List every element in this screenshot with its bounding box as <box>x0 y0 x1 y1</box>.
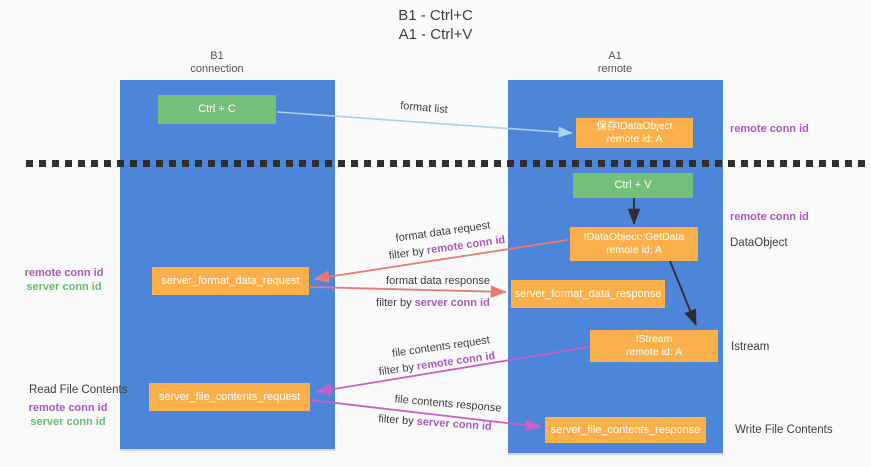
node-save-idataobject: 保存IDataObject remote id: A <box>576 118 693 148</box>
label-remote-conn-id-left-2: remote conn id <box>28 402 108 414</box>
node-istream: IStream remote id: A <box>590 330 718 362</box>
server-conn-id-text: server conn id <box>416 415 493 433</box>
lane-a1-subtitle: remote <box>597 63 633 75</box>
filter-by-text: filter by <box>376 297 412 309</box>
filter-by-text: filter by <box>378 361 415 379</box>
node-server-file-contents-response: server_file_contents_response <box>545 417 706 443</box>
conn-id-group-upper: remote conn id server conn id <box>14 266 114 294</box>
dashed-separator-line <box>26 160 871 167</box>
label-write-file-contents: Write File Contents <box>735 424 833 436</box>
conn-id-group-lower: remote conn id server conn id <box>18 401 118 429</box>
lane-header-a1: A1 remote <box>530 50 700 76</box>
node-ctrl-c-label: Ctrl + C <box>198 103 236 115</box>
node-save-idataobject-line2: remote id: A <box>606 133 663 145</box>
node-server-file-contents-request-label: server_file_contents_request <box>158 390 301 403</box>
label-remote-conn-id-right-2: remote conn id <box>730 211 809 223</box>
title-line-1: B1 - Ctrl+C <box>398 7 473 24</box>
label-remote-conn-id-left-1: remote conn id <box>24 267 104 279</box>
node-server-format-data-response-label: server_format_data_response <box>514 287 662 300</box>
node-istream-line2: remote id: A <box>625 346 683 358</box>
node-server-format-data-request-label: server_format_data_request <box>161 274 300 287</box>
node-getdata-line1: IDataObject::GetData <box>583 231 685 243</box>
node-ctrl-c: Ctrl + C <box>158 95 276 124</box>
lane-b1-title: B1 <box>210 50 224 62</box>
filter-by-text: filter by <box>377 413 415 428</box>
node-istream-line1: IStream <box>635 333 673 345</box>
title-line-2: A1 - Ctrl+V <box>398 26 473 43</box>
label-format-data-response: format data response <box>386 275 490 287</box>
node-server-file-contents-response-label: server_file_contents_response <box>550 423 701 436</box>
lane-a1-title: A1 <box>608 50 622 62</box>
lane-b1-subtitle: connection <box>190 63 244 75</box>
node-getdata-line2: remote id: A <box>605 244 663 256</box>
node-server-format-data-request: server_format_data_request <box>152 267 309 295</box>
node-server-file-contents-request: server_file_contents_request <box>149 383 310 411</box>
label-format-list: format list <box>399 99 449 117</box>
label-file-contents-response: file contents response <box>394 393 502 415</box>
node-idataobject-getdata: IDataObject::GetData remote id: A <box>570 227 698 261</box>
node-server-format-data-response: server_format_data_response <box>511 280 665 308</box>
node-save-idataobject-line1: 保存IDataObject <box>596 120 673 132</box>
label-dataobject: DataObject <box>730 237 788 249</box>
node-ctrl-v-label: Ctrl + V <box>614 179 652 191</box>
label-istream: Istream <box>731 341 770 353</box>
label-read-file-contents: Read File Contents <box>29 384 128 396</box>
diagram-title: B1 - Ctrl+C A1 - Ctrl+V <box>0 6 871 44</box>
server-conn-id-text: server conn id <box>414 297 490 309</box>
lane-header-b1: B1 connection <box>132 50 302 76</box>
label-server-conn-id-left-2: server conn id <box>30 416 106 428</box>
label-remote-conn-id-right-1: remote conn id <box>730 123 809 135</box>
label-server-conn-id-left-1: server conn id <box>26 281 102 293</box>
node-ctrl-v: Ctrl + V <box>573 173 693 198</box>
filter-by-text: filter by <box>388 245 425 263</box>
arrow-format-data-response <box>309 285 507 298</box>
